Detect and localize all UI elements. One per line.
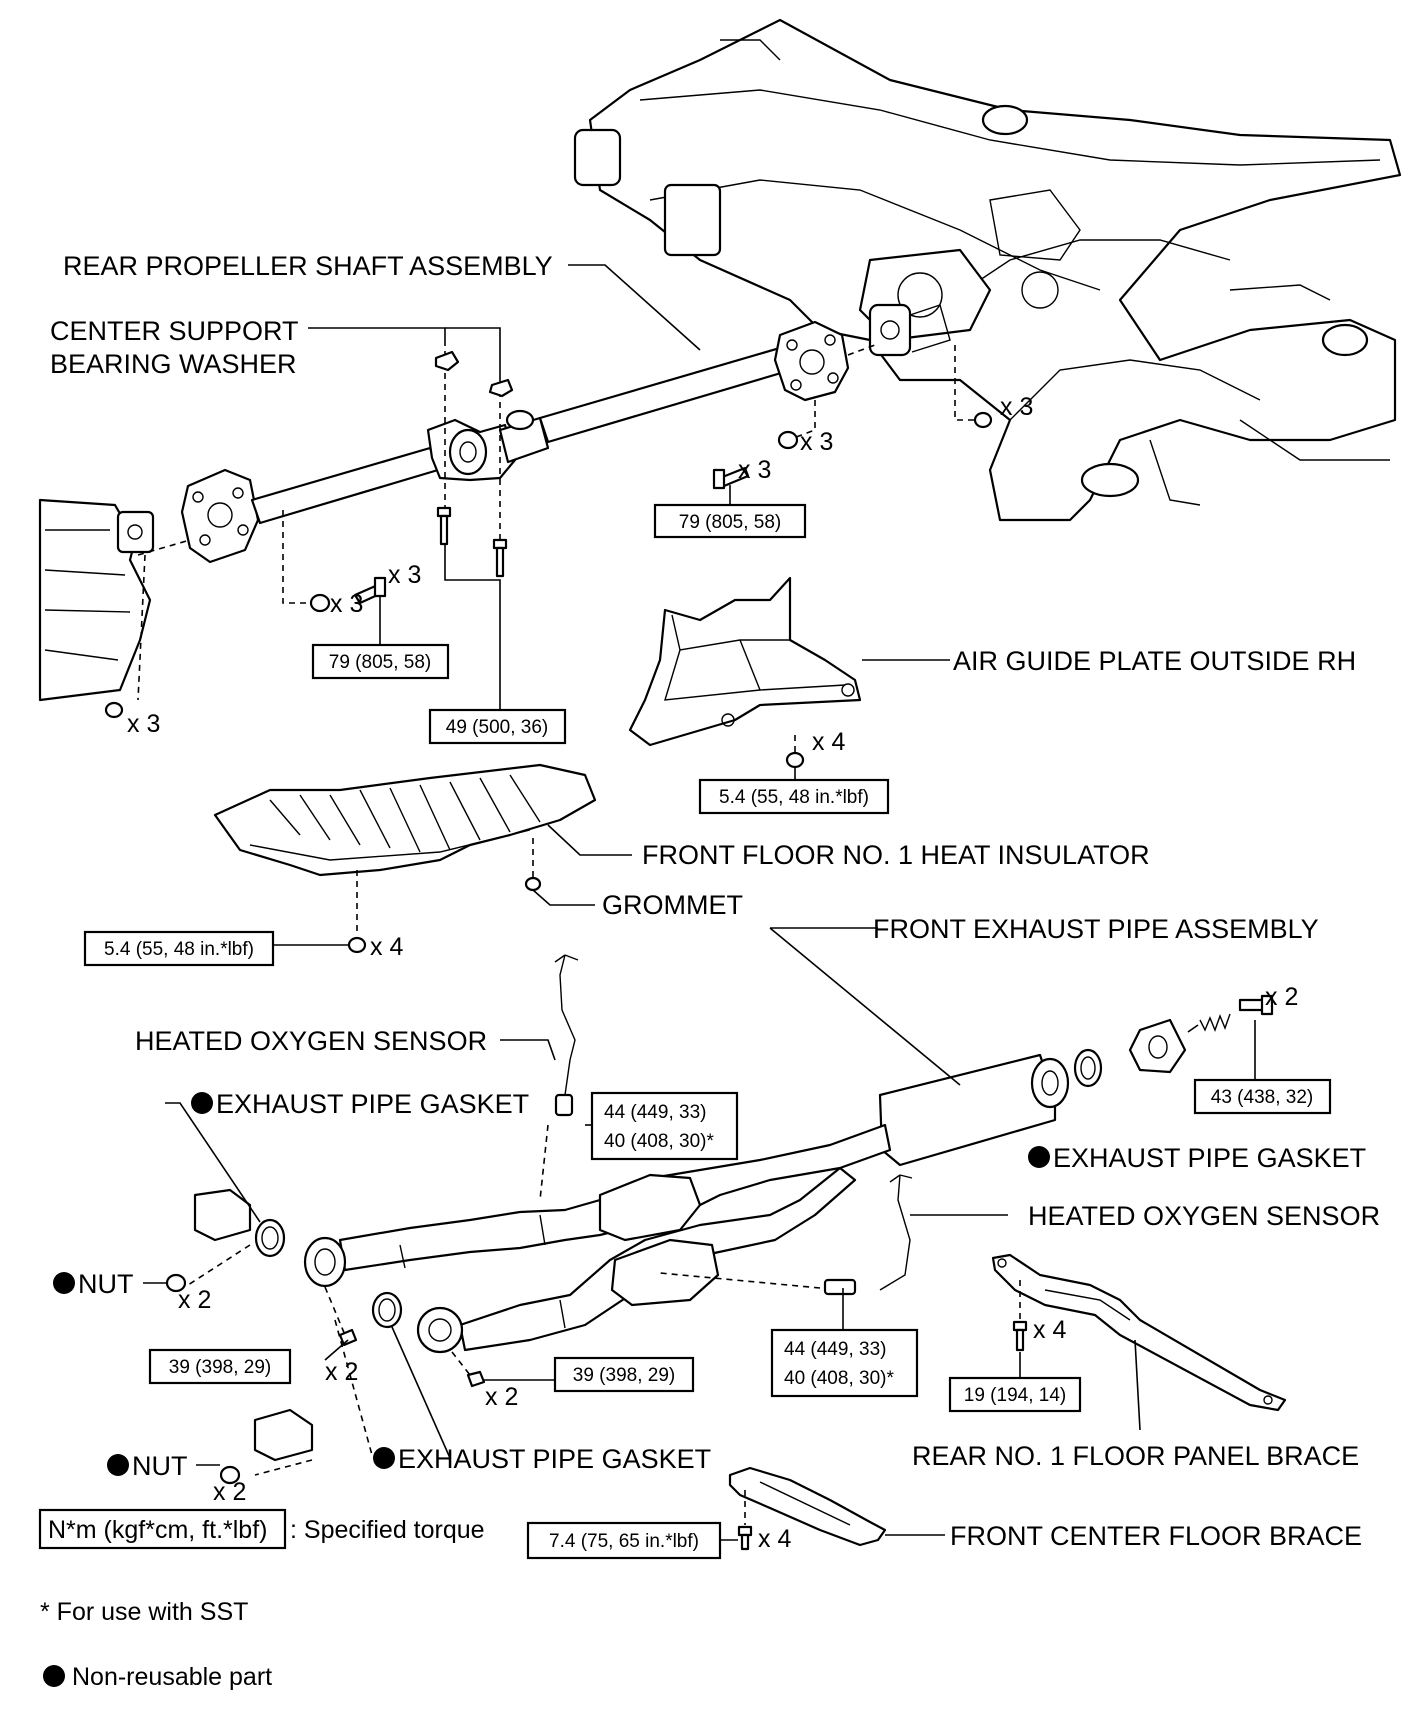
count-x4: x 4 bbox=[812, 728, 845, 756]
torque-box: 39 (398, 29) bbox=[148, 1348, 292, 1385]
count-x2: x 2 bbox=[178, 1286, 211, 1314]
label-grommet: GROMMET bbox=[602, 890, 743, 920]
torque-box: 49 (500, 36) bbox=[428, 708, 567, 745]
non-reusable-bullet-icon bbox=[53, 1092, 1050, 1476]
label-front-floor-insulator: FRONT FLOOR NO. 1 HEAT INSULATOR bbox=[642, 840, 1150, 870]
svg-text:5.4 (55, 48 in.*lbf): 5.4 (55, 48 in.*lbf) bbox=[719, 787, 869, 808]
heated-oxygen-sensor bbox=[554, 954, 913, 1296]
svg-text:79 (805, 58): 79 (805, 58) bbox=[679, 512, 781, 533]
svg-text:44 (449, 33): 44 (449, 33) bbox=[604, 1102, 706, 1123]
bolt bbox=[737, 1525, 753, 1551]
rear-floor-panel-brace bbox=[991, 1253, 1287, 1412]
label-exhaust-gasket-left: EXHAUST PIPE GASKET bbox=[216, 1089, 529, 1119]
label-center-support-1: CENTER SUPPORT bbox=[50, 316, 299, 346]
svg-text:7.4 (75, 65 in.*lbf): 7.4 (75, 65 in.*lbf) bbox=[549, 1531, 699, 1552]
nut bbox=[104, 411, 993, 719]
torque-box: 79 (805, 58) bbox=[653, 503, 807, 539]
label-nut-upper: NUT bbox=[78, 1269, 134, 1299]
torque-box: 19 (194, 14) bbox=[948, 1376, 1082, 1413]
svg-text:40 (408, 30)*: 40 (408, 30)* bbox=[784, 1368, 894, 1389]
svg-text:49 (500, 36): 49 (500, 36) bbox=[446, 717, 548, 738]
label-front-exhaust-pipe: FRONT EXHAUST PIPE ASSEMBLY bbox=[873, 914, 1319, 944]
svg-text:79 (805, 58): 79 (805, 58) bbox=[329, 652, 431, 673]
count-x3: x 3 bbox=[330, 590, 363, 618]
air-guide-plate bbox=[628, 576, 862, 747]
count-x2: x 2 bbox=[213, 1478, 246, 1506]
label-rear-floor-brace: REAR NO. 1 FLOOR PANEL BRACE bbox=[912, 1441, 1359, 1471]
svg-text:39 (398, 29): 39 (398, 29) bbox=[573, 1365, 675, 1386]
torque-box: 39 (398, 29) bbox=[553, 1356, 695, 1393]
torque-box: 43 (438, 32) bbox=[1193, 1078, 1332, 1115]
washer bbox=[785, 751, 805, 769]
nut bbox=[165, 1273, 241, 1485]
svg-text:39 (398, 29): 39 (398, 29) bbox=[169, 1357, 271, 1378]
front-exhaust-pipe bbox=[303, 1053, 1070, 1354]
grommet bbox=[524, 876, 542, 892]
washer bbox=[309, 430, 799, 613]
label-air-guide-plate: AIR GUIDE PLATE OUTSIDE RH bbox=[953, 646, 1356, 676]
svg-text:19 (194, 14): 19 (194, 14) bbox=[964, 1385, 1066, 1406]
rear-suspension-member bbox=[573, 18, 1402, 522]
count-x4: x 4 bbox=[370, 933, 403, 961]
washer bbox=[347, 936, 367, 954]
exhaust-pipe-gasket bbox=[254, 1048, 1103, 1329]
bolt-flange bbox=[353, 466, 750, 605]
count-x3: x 3 bbox=[738, 456, 771, 484]
legend-non-reusable: Non-reusable part bbox=[43, 1663, 272, 1691]
count-x3: x 3 bbox=[388, 561, 421, 589]
propeller-shaft bbox=[180, 303, 951, 564]
label-rear-propeller-shaft: REAR PROPELLER SHAFT ASSEMBLY bbox=[63, 251, 553, 281]
svg-text:Non-reusable part: Non-reusable part bbox=[72, 1663, 272, 1691]
label-front-center-brace: FRONT CENTER FLOOR BRACE bbox=[950, 1521, 1362, 1551]
transmission-rear bbox=[38, 498, 155, 702]
count-x3: x 3 bbox=[800, 428, 833, 456]
torque-box: 44 (449, 33) 40 (408, 30)* bbox=[590, 1091, 739, 1161]
svg-text:44 (449, 33): 44 (449, 33) bbox=[784, 1339, 886, 1360]
torque-box: 79 (805, 58) bbox=[311, 643, 450, 680]
front-floor-heat-insulator bbox=[213, 763, 597, 877]
svg-text:5.4 (55, 48 in.*lbf): 5.4 (55, 48 in.*lbf) bbox=[104, 939, 254, 960]
legend-torque: N*m (kgf*cm, ft.*lbf) : Specified torque bbox=[38, 1508, 485, 1550]
count-x2: x 2 bbox=[1265, 983, 1298, 1011]
label-center-support-2: BEARING WASHER bbox=[50, 349, 297, 379]
exhaust-manifold-stub bbox=[193, 1188, 314, 1462]
legend-sst-note: * For use with SST bbox=[40, 1598, 248, 1626]
svg-text:: Specified torque: : Specified torque bbox=[290, 1516, 485, 1544]
svg-text:N*m (kgf*cm, ft.*lbf): N*m (kgf*cm, ft.*lbf) bbox=[48, 1516, 267, 1544]
torque-box: 5.4 (55, 48 in.*lbf) bbox=[698, 778, 890, 815]
label-exhaust-gasket-right: EXHAUST PIPE GASKET bbox=[1053, 1143, 1366, 1173]
label-heated-oxygen-sensor-upper: HEATED OXYGEN SENSOR bbox=[135, 1026, 487, 1056]
non-reusable-bullet-icon bbox=[43, 1665, 65, 1687]
flange-spring-bolt bbox=[1128, 994, 1274, 1074]
torque-box: 44 (449, 33) 40 (408, 30)* bbox=[770, 1328, 919, 1398]
count-x2: x 2 bbox=[485, 1383, 518, 1411]
count-x2: x 2 bbox=[325, 1358, 358, 1386]
count-x4: x 4 bbox=[1033, 1316, 1066, 1344]
torque-box: 7.4 (75, 65 in.*lbf) bbox=[526, 1521, 722, 1560]
bolt-flange bbox=[338, 1328, 486, 1388]
count-x3: x 3 bbox=[1000, 393, 1033, 421]
bolt bbox=[436, 506, 508, 578]
svg-text:43 (438, 32): 43 (438, 32) bbox=[1211, 1087, 1313, 1108]
torque-box: 5.4 (55, 48 in.*lbf) bbox=[83, 930, 275, 967]
label-nut-lower: NUT bbox=[132, 1451, 188, 1481]
bolt bbox=[1012, 1320, 1028, 1352]
count-x4: x 4 bbox=[758, 1525, 791, 1553]
front-center-floor-brace bbox=[728, 1466, 887, 1547]
label-heated-oxygen-sensor-lower: HEATED OXYGEN SENSOR bbox=[1028, 1201, 1380, 1231]
svg-text:40 (408, 30)*: 40 (408, 30)* bbox=[604, 1131, 714, 1152]
count-x3: x 3 bbox=[127, 710, 160, 738]
label-exhaust-gasket-bottom: EXHAUST PIPE GASKET bbox=[398, 1444, 711, 1474]
